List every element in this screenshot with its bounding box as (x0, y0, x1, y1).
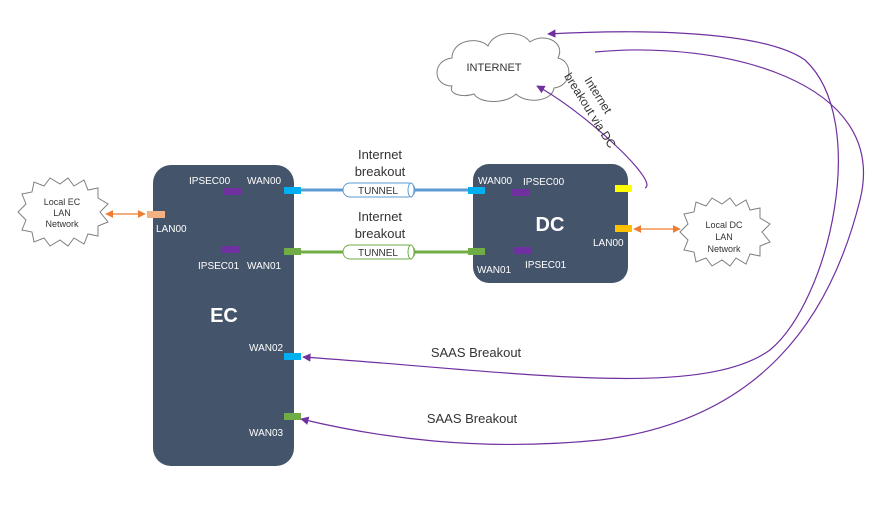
ec-wan01-port (284, 248, 301, 255)
tunnel-blue: TUNNEL (301, 182, 468, 198)
ec-ipsec00-label: IPSEC00 (189, 176, 231, 187)
internet-cloud: INTERNET (436, 33, 570, 102)
ec-lan00-label: LAN00 (156, 224, 187, 235)
tunnel-1-caption-line2: breakout (355, 164, 406, 179)
dc-wan01-label: WAN01 (477, 265, 512, 276)
tunnel-1-label: TUNNEL (358, 186, 398, 197)
ec-wan03-label: WAN03 (249, 428, 284, 439)
dc-wan00-label: WAN00 (478, 176, 513, 187)
ec-ipsec01-label: IPSEC01 (198, 261, 240, 272)
dc-lan00-label: LAN00 (593, 238, 624, 249)
ec-ipsec01-port (222, 246, 239, 253)
saas-breakout-arrow-2 (300, 49, 864, 446)
tunnel-2-caption-line1: Internet (358, 209, 402, 224)
dc-lan00-port (615, 225, 632, 232)
dc-wan01-port (468, 248, 485, 255)
tunnel-1-caption-line1: Internet (358, 147, 402, 162)
saas-breakout-label-1: SAAS Breakout (431, 345, 522, 360)
local-ec-line2: LAN (53, 208, 71, 218)
dc-title: DC (536, 214, 565, 236)
saas-top-arrow (547, 29, 806, 61)
ec-lan00-port (147, 211, 165, 218)
dc-wan00-port (468, 187, 485, 194)
ec-wan01-label: WAN01 (247, 261, 282, 272)
dc-ipsec00-port (512, 189, 529, 196)
ec-title: EC (210, 305, 238, 327)
dc-ipsec00-label: IPSEC00 (523, 177, 565, 188)
dc-ipsec01-label: IPSEC01 (525, 260, 567, 271)
tunnel-green: TUNNEL (301, 244, 468, 260)
dc-breakout-label: Internet breakout via DC (561, 70, 619, 151)
dc-internet-port (615, 185, 632, 192)
local-ec-line3: Network (45, 219, 79, 229)
ec-wan02-label: WAN02 (249, 343, 284, 354)
saas-breakout-arrow-1 (302, 59, 839, 380)
ec-wan00-port (284, 187, 301, 194)
local-dc-line1: Local DC (705, 220, 743, 230)
internet-label: INTERNET (467, 62, 522, 74)
local-dc-line2: LAN (715, 232, 733, 242)
local-dc-lan-cloud: Local DC LAN Network (679, 197, 771, 267)
ec-ipsec00-port (224, 188, 241, 195)
local-ec-line1: Local EC (44, 197, 81, 207)
ec-wan00-label: WAN00 (247, 176, 282, 187)
tunnel-2-caption-line2: breakout (355, 226, 406, 241)
dc-box (473, 164, 628, 283)
dc-ipsec01-port (514, 247, 531, 254)
dc-internet-breakout-arrow (536, 85, 648, 189)
local-ec-lan-cloud: Local EC LAN Network (17, 177, 109, 247)
local-dc-line3: Network (707, 244, 741, 254)
tunnel-2-label: TUNNEL (358, 248, 398, 259)
ec-wan03-port (284, 413, 301, 420)
ec-box (153, 165, 294, 466)
saas-breakout-label-2: SAAS Breakout (427, 411, 518, 426)
ec-wan02-port (284, 353, 301, 360)
